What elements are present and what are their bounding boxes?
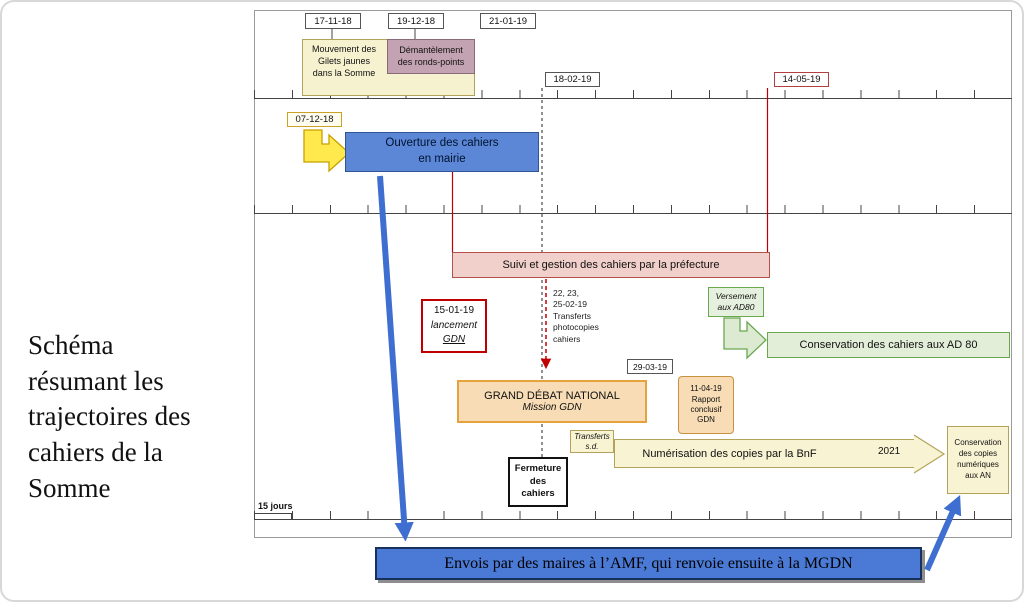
event-label: Conservation des cahiers aux AD 80 (799, 339, 978, 351)
date-label: 14-05-19 (782, 74, 821, 85)
event-label: Démantèlement des ronds-points (397, 44, 465, 67)
event-label: Envois par des maires à l’AMF, qui renvo… (444, 554, 853, 572)
lancement-gdn: GDN (442, 334, 466, 346)
event-mouvement-gilets-jaunes: Mouvement des Gilets jaunes dans la Somm… (311, 44, 377, 79)
event-grand-debat-national: GRAND DÉBAT NATIONAL Mission GDN (457, 380, 647, 423)
event-versement-ad80: Versement aux AD80 (708, 287, 764, 317)
scale-15-jours: 15 jours (258, 501, 293, 511)
date-label: 19-12-18 (396, 15, 436, 27)
event-fermeture-cahiers: Fermeture des cahiers (508, 457, 568, 507)
date-box-19-12-18: 19-12-18 (388, 13, 444, 29)
date-label: 07-12-18 (295, 114, 334, 125)
date-box-18-02-19: 18-02-19 (545, 72, 600, 87)
year-2021: 2021 (878, 446, 901, 457)
timeline-middle (254, 205, 1012, 214)
gdn-subtitle: Mission GDN (522, 402, 582, 413)
date-label: 21-01-19 (488, 15, 528, 27)
page-title: Schéma résumant les trajectoires des cah… (28, 330, 191, 503)
event-rapport-conclusif: 11-04-19 Rapport conclusif GDN (678, 376, 734, 434)
event-demantelement-ronds-points: Démantèlement des ronds-points (387, 39, 475, 74)
event-label: Conservation des copies numériques aux A… (954, 438, 1002, 480)
date-box-14-05-19: 14-05-19 (774, 72, 829, 87)
note-transferts-photocopies: 22, 23, 25-02-19 Transferts photocopies … (553, 288, 599, 344)
date-label: 17-11-18 (314, 15, 352, 27)
event-label: Suivi et gestion des cahiers par la préf… (502, 259, 720, 271)
lancement-word: lancement (430, 319, 478, 331)
event-label: Fermeture des cahiers (514, 462, 562, 500)
event-suivi-prefecture: Suivi et gestion des cahiers par la préf… (452, 252, 770, 278)
event-label: Ouverture des cahiers en mairie (385, 137, 499, 165)
event-label: Transferts s.d. (574, 431, 610, 451)
date-box-21-01-19: 21-01-19 (480, 13, 536, 29)
timeline-bottom (254, 511, 1012, 520)
date-box-07-12-18: 07-12-18 (287, 112, 342, 127)
event-label: Versement aux AD80 (715, 290, 757, 312)
lancement-date: 15-01-19 (433, 305, 475, 317)
event-conservation-ad80: Conservation des cahiers aux AD 80 (767, 332, 1010, 358)
event-label: Numérisation des copies par la BnF (642, 447, 817, 460)
event-ouverture-cahiers-mairie: Ouverture des cahiers en mairie (345, 132, 539, 172)
event-envois-maires-amf: Envois par des maires à l’AMF, qui renvo… (375, 547, 922, 580)
event-numerisation-bnf: Numérisation des copies par la BnF (614, 439, 914, 468)
timeline-top (254, 90, 1012, 99)
date-box-29-03-19: 29-03-19 (627, 359, 673, 374)
event-lancement-gdn: 15-01-19 lancement GDN (421, 299, 487, 353)
date-box-17-11-18: 17-11-18 (305, 13, 361, 29)
date-label: 29-03-19 (632, 361, 668, 372)
scale-bracket (254, 513, 292, 519)
event-label: 11-04-19 Rapport conclusif GDN (690, 384, 722, 425)
date-label: 18-02-19 (553, 74, 592, 85)
event-transferts-sd: Transferts s.d. (570, 430, 614, 453)
gdn-title: GRAND DÉBAT NATIONAL (484, 390, 620, 402)
event-conservation-an: Conservation des copies numériques aux A… (947, 426, 1009, 494)
